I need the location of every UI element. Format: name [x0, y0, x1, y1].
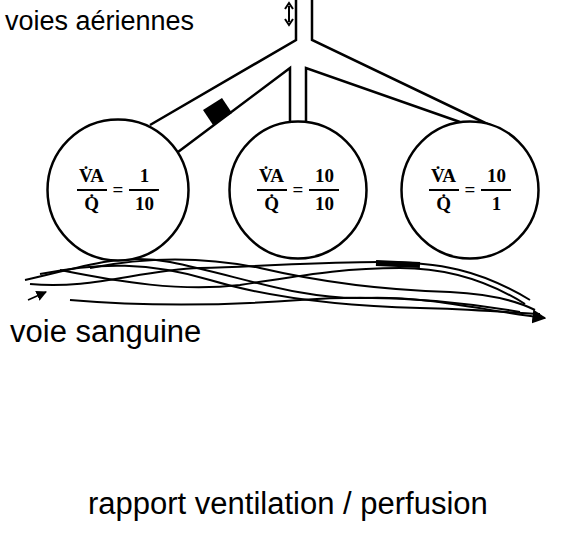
fraction: V̇AQ̇	[257, 165, 287, 215]
caption: rapport ventilation / perfusion	[88, 486, 488, 522]
fraction: 101	[481, 165, 511, 215]
ratio-formula: V̇AQ̇ =110	[46, 118, 190, 262]
blood-label: voie sanguine	[10, 314, 201, 350]
blood-vessels	[25, 259, 545, 318]
denominator: Q̇	[262, 191, 281, 215]
equals-sign: =	[113, 179, 124, 201]
ratio-formula: V̇AQ̇ =101	[400, 120, 540, 260]
alveolus-circle: V̇AQ̇ =110	[46, 118, 190, 262]
airway-label: voies aériennes	[5, 6, 194, 37]
fraction: 1010	[309, 165, 339, 215]
denominator: Q̇	[82, 191, 101, 215]
numerator: 10	[481, 165, 511, 191]
fraction: 110	[129, 165, 159, 215]
denominator: 10	[313, 191, 336, 215]
fraction: V̇AQ̇	[77, 165, 107, 215]
equals-sign: =	[465, 179, 476, 201]
alveolus-circle: V̇AQ̇ =101	[400, 120, 540, 260]
equals-sign: =	[293, 179, 304, 201]
numerator: 1	[129, 165, 159, 191]
denominator: 10	[133, 191, 156, 215]
numerator: V̇A	[257, 165, 287, 191]
alveolus-circle: V̇AQ̇=1010	[228, 120, 368, 260]
denominator: 1	[490, 191, 504, 215]
denominator: Q̇	[434, 191, 453, 215]
numerator: V̇A	[429, 165, 459, 191]
airway-obstruction	[203, 98, 232, 125]
vessel-obstruction	[376, 263, 420, 265]
fraction: V̇AQ̇	[429, 165, 459, 215]
numerator: V̇A	[77, 165, 107, 191]
inflow-arrow	[28, 292, 46, 300]
numerator: 10	[309, 165, 339, 191]
ratio-formula: V̇AQ̇=1010	[228, 120, 368, 260]
double-arrow	[285, 3, 293, 25]
